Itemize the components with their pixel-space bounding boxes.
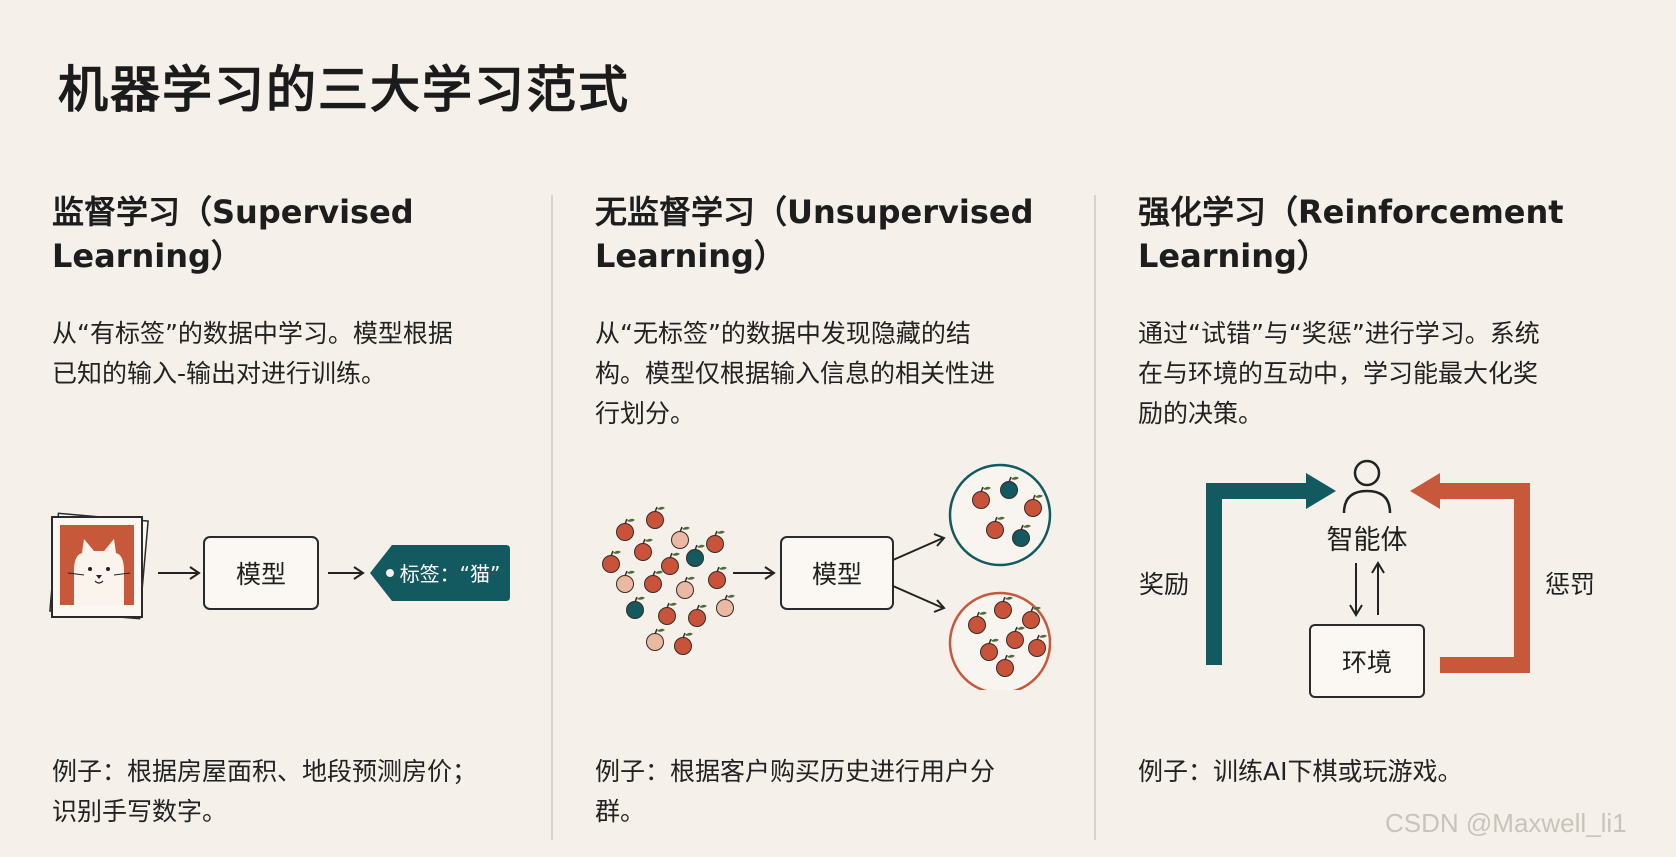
person-icon (1342, 459, 1392, 514)
desc-line: 励的决策。 (1138, 399, 1264, 428)
column-title-line1: 无监督学习（Unsupervised (595, 193, 1034, 231)
watermark: CSDN @Maxwell_li1 (1385, 808, 1627, 838)
penalty-label: 惩罚 (1545, 570, 1595, 599)
apple-icon (994, 596, 1013, 619)
example-line: 例子：根据房屋面积、地段预测房价； (52, 757, 478, 786)
apple-icon (708, 566, 727, 589)
apple-icon (980, 638, 999, 661)
environment-box (1309, 624, 1425, 698)
apple-icon (996, 654, 1015, 677)
apple-icon (644, 570, 663, 593)
desc-line: 行划分。 (595, 399, 696, 428)
column-example: 例子：根据房屋面积、地段预测房价； 识别手写数字。 (52, 752, 522, 832)
column-title: 无监督学习（Unsupervised Learning） (595, 190, 1065, 278)
apple-icon (972, 486, 991, 509)
apple-icon (646, 506, 665, 529)
apple-icon (634, 538, 653, 561)
apple-icon (1022, 606, 1041, 629)
agent-label: 智能体 (1327, 525, 1408, 556)
apple-icon (1024, 494, 1043, 517)
apple-icon (986, 516, 1005, 539)
column-title-line1: 监督学习（Supervised (52, 193, 414, 231)
apple-icon (646, 628, 665, 651)
apple-icon (626, 596, 645, 619)
up-down-arrows-icon (1349, 561, 1385, 617)
apple-icon (671, 526, 690, 549)
tag-label: 标签：“猫” (400, 562, 501, 586)
column-title-line2: Learning） (595, 237, 786, 275)
apple-icon (968, 611, 987, 634)
column-title-line2: Learning） (52, 237, 243, 275)
apple-icon (1006, 626, 1025, 649)
model-label: 模型 (812, 560, 862, 589)
desc-line: 从“无标签”的数据中发现隐藏的结 (595, 319, 971, 348)
column-description: 从“无标签”的数据中发现隐藏的结 构。模型仅根据输入信息的相关性进 行划分。 (595, 314, 1065, 434)
desc-line: 从“有标签”的数据中学习。模型根据 (52, 319, 453, 348)
example-line: 识别手写数字。 (52, 797, 228, 826)
apple-icon (686, 544, 705, 567)
model-box (780, 536, 894, 610)
apple-icon (658, 602, 677, 625)
example-line: 群。 (595, 797, 646, 826)
apple-icon (676, 576, 695, 599)
column-description: 通过“试错”与“奖惩”进行学习。系统 在与环境的互动中，学习能最大化奖 励的决策… (1138, 314, 1608, 434)
apple-icon (1028, 634, 1047, 657)
apple-icon (716, 594, 735, 617)
column-description: 从“有标签”的数据中学习。模型根据 已知的输入-输出对进行训练。 (52, 314, 522, 394)
column-divider-2 (1094, 195, 1096, 840)
supervised-diagram: 模型 标签：“猫” (49, 512, 510, 620)
apple-icon (1000, 476, 1019, 499)
reinforcement-diagram: 智能体 环境 奖励 惩罚 (1139, 459, 1595, 698)
environment-label: 环境 (1342, 648, 1392, 677)
reward-label: 奖励 (1139, 570, 1189, 599)
apple-icon (616, 570, 635, 593)
apple-icon (688, 604, 707, 627)
cat-photo-icon (49, 512, 149, 620)
column-title-line2: Learning） (1138, 237, 1329, 275)
column-example: 例子：根据客户购买历史进行用户分 群。 (595, 752, 1065, 832)
column-supervised: 监督学习（Supervised Learning） 从“有标签”的数据中学习。模… (52, 190, 522, 394)
column-example: 例子：训练AI下棋或玩游戏。 (1138, 752, 1608, 792)
desc-line: 通过“试错”与“奖惩”进行学习。系统 (1138, 319, 1540, 348)
apple-icon (661, 552, 680, 575)
model-label: 模型 (236, 560, 286, 589)
column-reinforcement: 强化学习（Reinforcement Learning） 通过“试错”与“奖惩”… (1138, 190, 1608, 434)
example-line: 例子：根据客户购买历史进行用户分 (595, 757, 996, 786)
apple-icon (674, 632, 693, 655)
apple-icon (616, 518, 635, 541)
apple-icon (706, 530, 725, 553)
model-box (203, 536, 319, 610)
apple-icon (1012, 524, 1031, 547)
column-title: 监督学习（Supervised Learning） (52, 190, 522, 278)
apple-icon (602, 550, 621, 573)
column-title: 强化学习（Reinforcement Learning） (1138, 190, 1608, 278)
example-line: 例子：训练AI下棋或玩游戏。 (1138, 757, 1463, 786)
column-title-line1: 强化学习（Reinforcement (1138, 193, 1564, 231)
column-divider-1 (551, 195, 553, 840)
page-title: 机器学习的三大学习范式 (58, 60, 630, 119)
desc-line: 构。模型仅根据输入信息的相关性进 (595, 359, 996, 388)
desc-line: 已知的输入-输出对进行训练。 (52, 359, 387, 388)
column-unsupervised: 无监督学习（Unsupervised Learning） 从“无标签”的数据中发… (595, 190, 1065, 434)
desc-line: 在与环境的互动中，学习能最大化奖 (1138, 359, 1539, 388)
unsupervised-diagram: 模型 (602, 463, 1052, 690)
tag-icon (370, 545, 510, 601)
